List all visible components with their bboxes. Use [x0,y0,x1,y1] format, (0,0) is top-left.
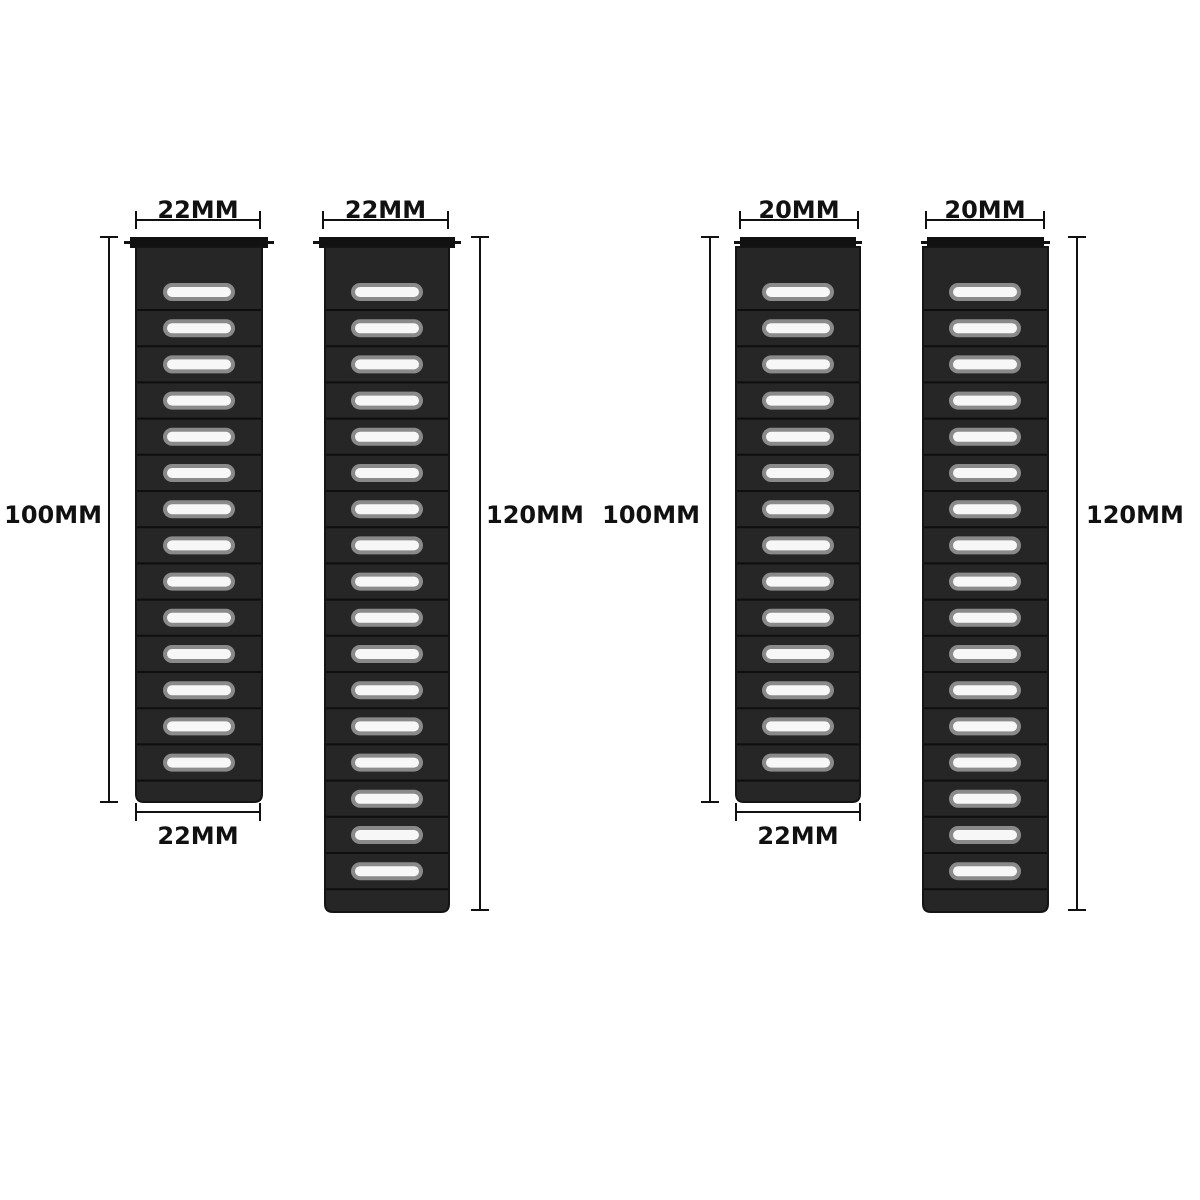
band-body [735,246,861,803]
band-hole [953,793,1017,804]
band-hole [953,468,1017,478]
band-hole [355,323,419,334]
band-hole [355,395,419,406]
band-hole [953,721,1017,732]
band-hole [953,504,1017,515]
band-hole [355,287,419,297]
band-hole [355,431,419,442]
length-label: 120MM [1086,501,1184,529]
spring-bar-pin [856,241,862,244]
band-hole [355,576,419,587]
length-label: 100MM [4,501,102,529]
band-hole [355,830,419,840]
band-hole [167,612,231,623]
band-hole [167,576,231,587]
band-hole [766,359,830,370]
band-hole [953,323,1017,334]
band-hole [766,431,830,442]
band-hole [953,359,1017,370]
band-hole [355,757,419,768]
band-hole [167,540,231,551]
top-width-label: 22MM [157,196,238,224]
band-hole [355,649,419,659]
spring-bar [740,237,856,248]
band-hole [953,576,1017,587]
spring-bar-pin [1044,241,1050,244]
spring-bar-pin [455,241,461,244]
band-hole [355,359,419,370]
band-hole [167,359,231,370]
top-width-label: 20MM [758,196,839,224]
band-hole [167,504,231,515]
top-width-label: 22MM [345,196,426,224]
band-hole [167,649,231,659]
band-hole [355,685,419,696]
band-hole [766,612,830,623]
band-hole [167,721,231,732]
band-hole [766,576,830,587]
band-hole [355,866,419,877]
band-hole [167,431,231,442]
spring-bar [927,237,1044,248]
band-hole [953,287,1017,297]
band-hole [355,721,419,732]
band-hole [766,287,830,297]
band-hole [766,395,830,406]
band-body [135,246,263,803]
band-hole [766,721,830,732]
band-hole [167,685,231,696]
band-hole [766,323,830,334]
band-hole [766,540,830,551]
band-hole [953,612,1017,623]
band-hole [953,649,1017,659]
band-20mm-short: 20MM 100MM 22MM [602,196,862,850]
length-label: 100MM [602,501,700,529]
band-hole [766,685,830,696]
band-hole [766,504,830,515]
band-22mm-long: 22MM 120MM [313,196,584,913]
spring-bar-pin [921,241,927,244]
top-width-label: 20MM [944,196,1025,224]
spring-bar [319,237,455,248]
band-hole [953,431,1017,442]
spring-bar-pin [313,241,319,244]
bottom-width-label: 22MM [757,822,838,850]
band-hole [953,395,1017,406]
band-hole [167,287,231,297]
band-hole [167,395,231,406]
band-hole [953,757,1017,768]
band-hole [355,504,419,515]
band-hole [355,468,419,478]
band-hole [766,649,830,659]
bottom-width-label: 22MM [157,822,238,850]
band-hole [167,757,231,768]
band-22mm-short: 22MM 100MM 22MM [4,196,274,850]
band-hole [355,793,419,804]
band-hole [953,685,1017,696]
band-hole [953,540,1017,551]
length-label: 120MM [486,501,584,529]
band-hole [766,468,830,478]
band-hole [953,830,1017,840]
spring-bar [130,237,268,248]
band-hole [355,540,419,551]
spring-bar-pin [734,241,740,244]
band-hole [766,757,830,768]
band-hole [953,866,1017,877]
band-hole [167,468,231,478]
band-20mm-long: 20MM 120MM [921,196,1184,913]
band-hole [167,323,231,334]
spring-bar-pin [124,241,130,244]
band-hole [355,612,419,623]
spring-bar-pin [268,241,274,244]
